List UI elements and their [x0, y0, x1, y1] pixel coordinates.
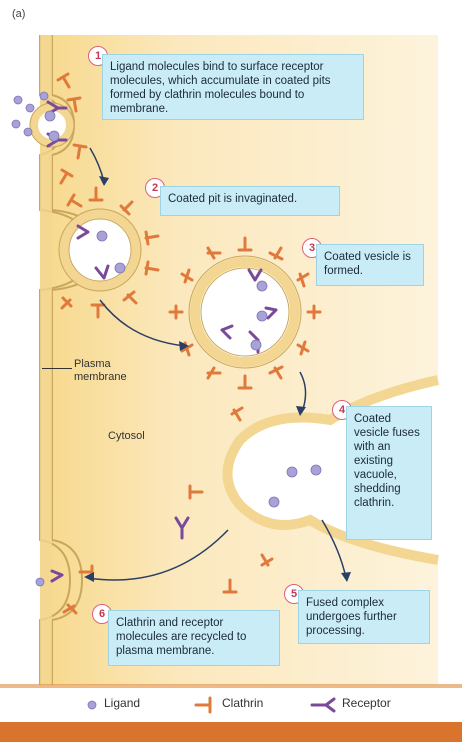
plasma-membrane-leader — [42, 368, 72, 369]
coated-vesicle — [188, 255, 302, 369]
coated-pit-invaginated — [58, 208, 142, 292]
step-4-callout: Coated vesicle fuses with an existing va… — [346, 406, 432, 540]
step-1-callout: Ligand molecules bind to surface recepto… — [102, 54, 364, 120]
plasma-membrane-label: Plasma membrane — [74, 358, 127, 383]
step-6-callout: Clathrin and receptor molecules are recy… — [108, 610, 280, 666]
legend-receptor-label: Receptor — [342, 696, 391, 710]
clathrin-molecules — [56, 72, 322, 615]
legend-clathrin-label: Clathrin — [222, 696, 264, 710]
legend-receptor-swatch — [310, 697, 336, 713]
legend-top-rule — [0, 684, 462, 688]
step-2-callout: Coated pit is invaginated. — [160, 186, 340, 216]
step-3-callout: Coated vesicle is formed. — [316, 244, 424, 286]
legend-ligand-swatch — [87, 700, 97, 710]
ligand-molecules — [11, 91, 322, 587]
membrane-fill — [40, 35, 52, 685]
legend-clathrin-swatch — [194, 696, 212, 714]
legend-ligand-label: Ligand — [104, 696, 141, 710]
step-5-callout: Fused complex undergoes further processi… — [298, 590, 430, 644]
footer-band — [0, 722, 462, 742]
panel-label: (a) — [12, 8, 26, 20]
legend: Ligand Clathrin Receptor — [0, 690, 462, 720]
cytosol-label: Cytosol — [108, 430, 145, 442]
arrowheads — [84, 176, 351, 582]
